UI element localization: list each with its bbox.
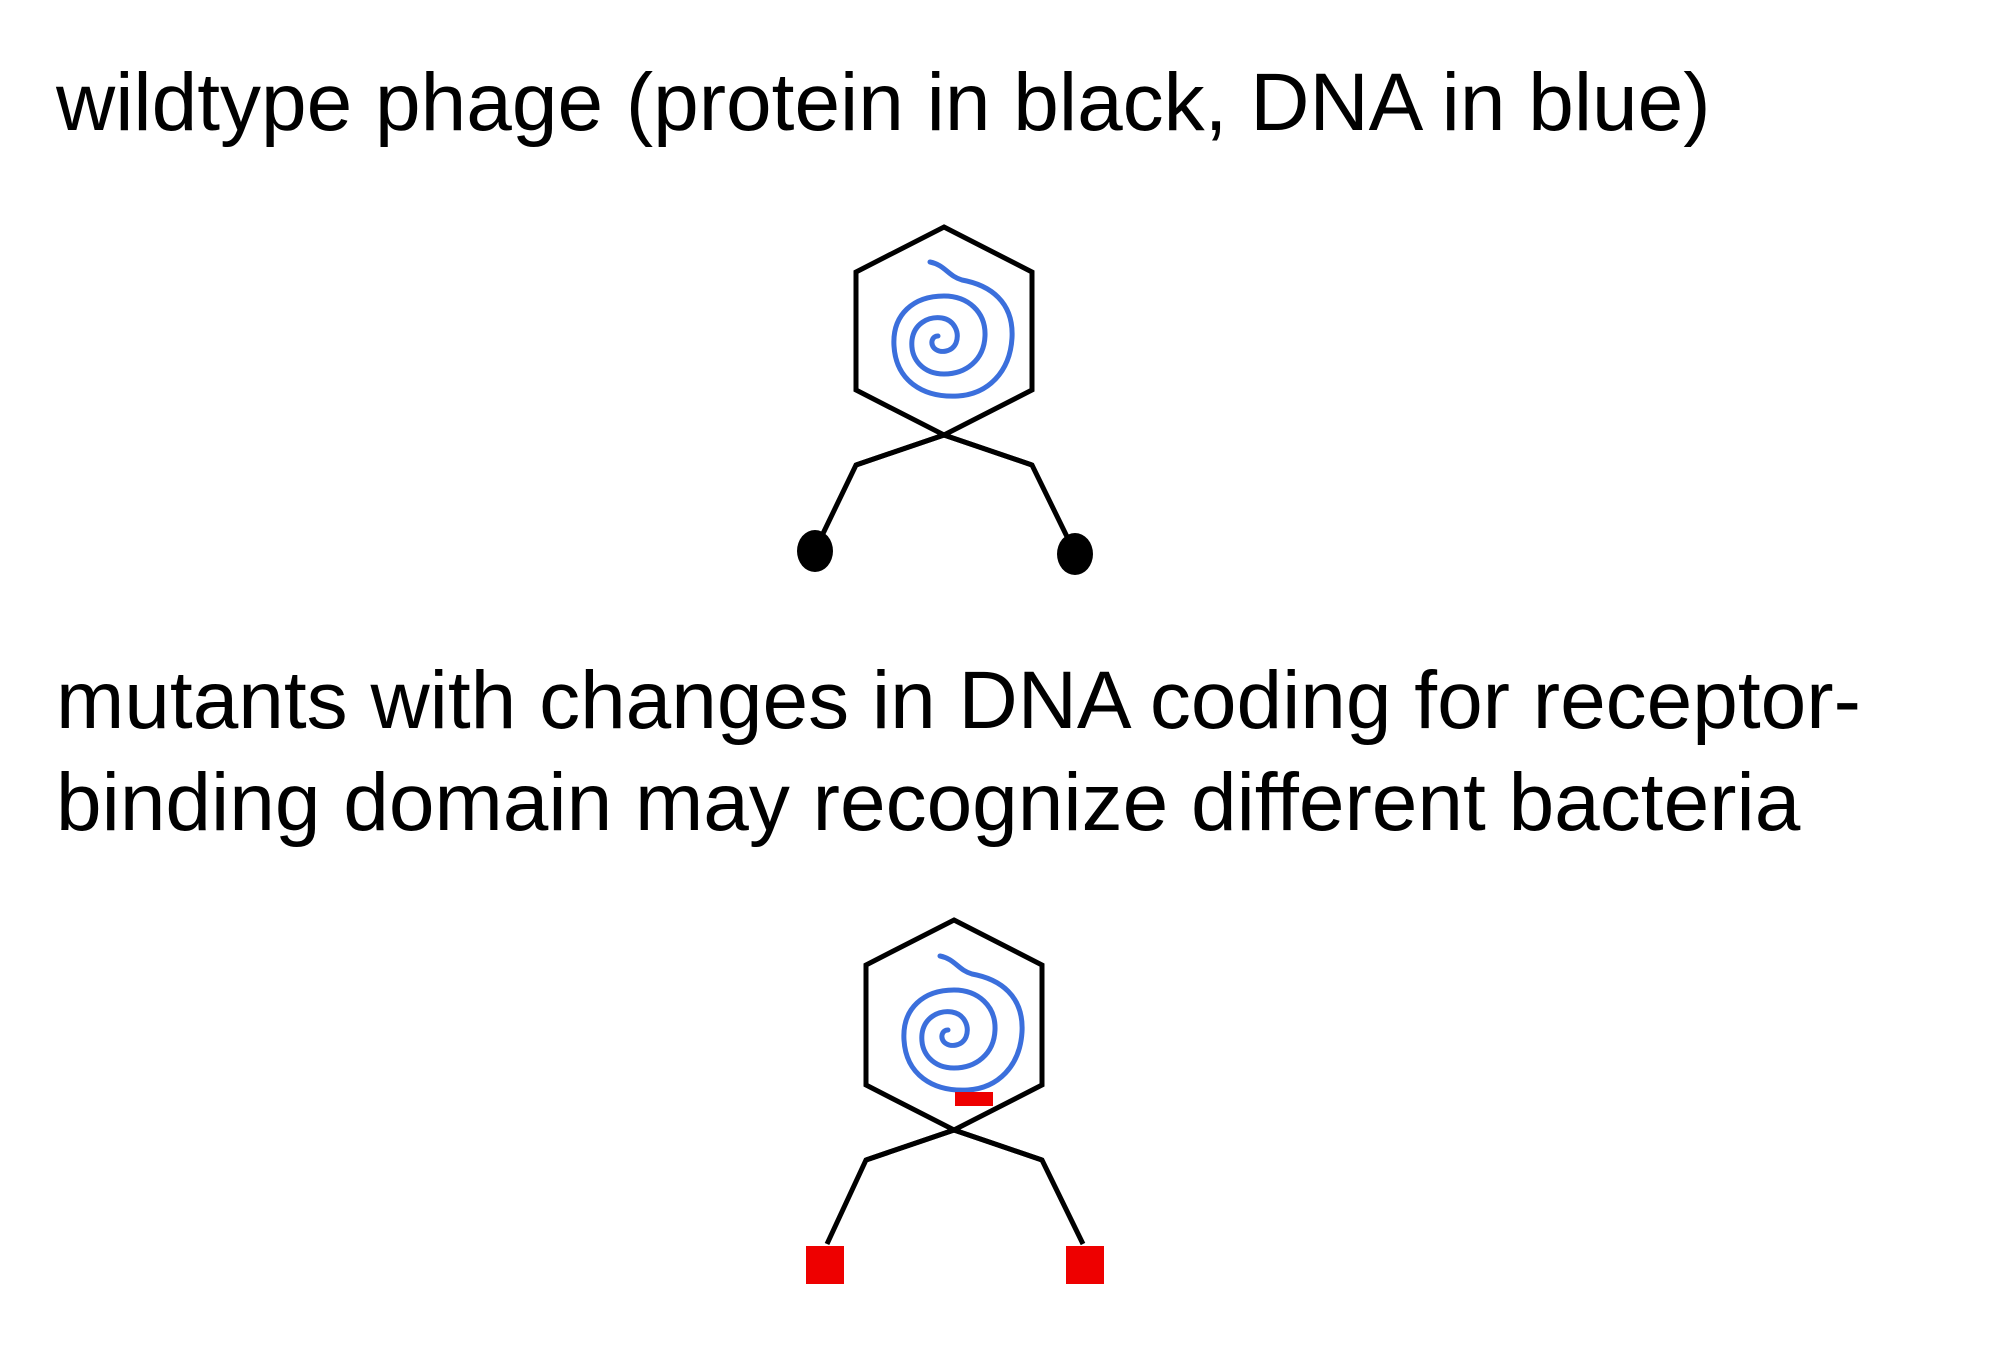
- tail-fiber-right: [865, 1127, 1086, 1246]
- dna-mutation-marker: [955, 1092, 993, 1106]
- capsid-hexagon: [863, 917, 1045, 1133]
- fiber-tip-square-right: [1066, 1246, 1104, 1284]
- wildtype-caption: wildtype phage (protein in black, DNA in…: [56, 57, 1711, 148]
- mutant-caption-line-2: binding domain may recognize different b…: [56, 757, 1801, 848]
- dna-spiral: [901, 953, 1025, 1093]
- fiber-tip-circle-left: [797, 530, 833, 572]
- fiber-tip-square-left: [806, 1246, 844, 1284]
- dna-spiral: [891, 259, 1015, 399]
- mutant-caption-line-1: mutants with changes in DNA coding for r…: [56, 655, 1861, 746]
- mutant-phage: [806, 917, 1104, 1284]
- fiber-tip-circle-right: [1057, 533, 1093, 575]
- tail-fiber-right: [855, 432, 1076, 551]
- wildtype-phage: [797, 224, 1093, 575]
